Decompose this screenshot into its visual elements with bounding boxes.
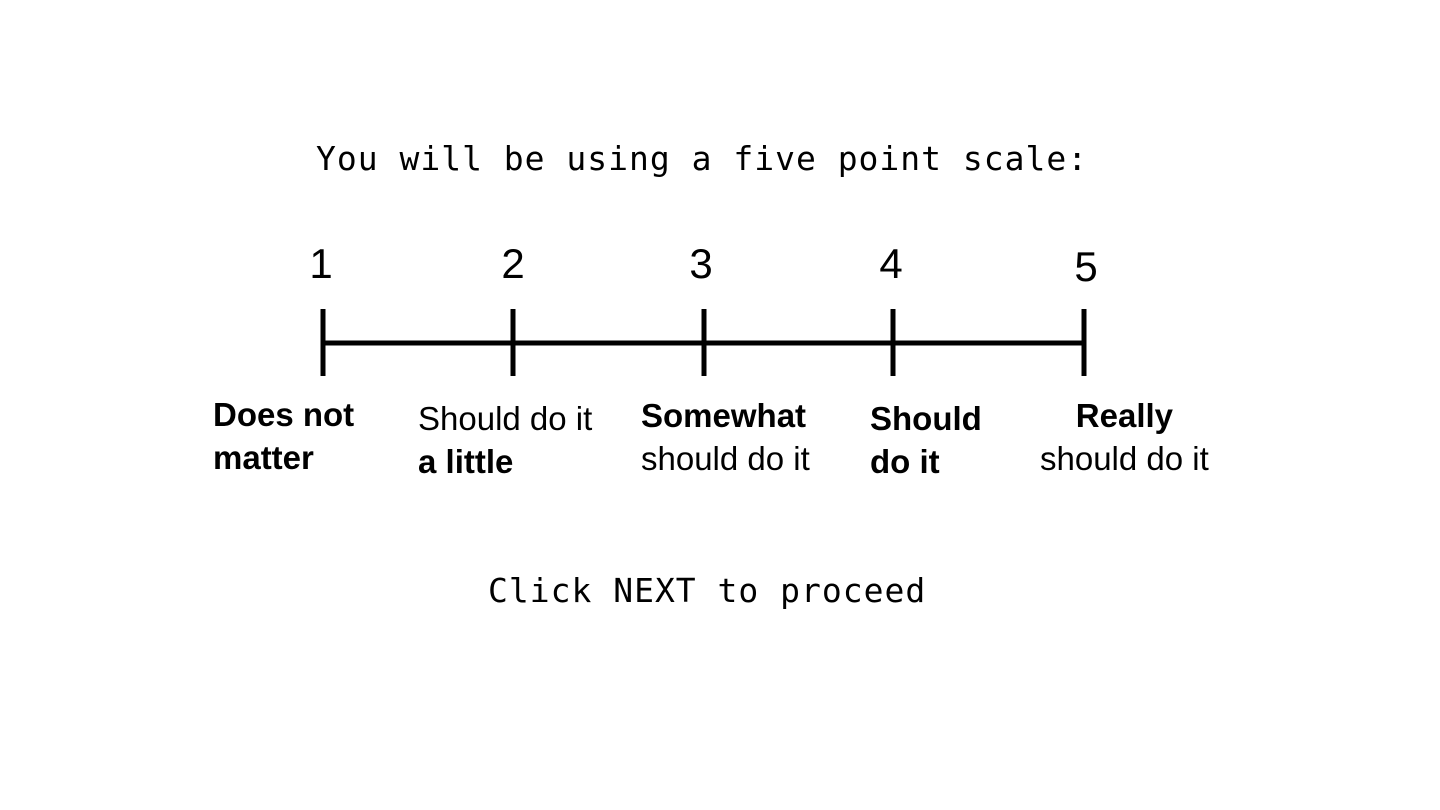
instruction-heading: You will be using a five point scale: [316, 139, 1089, 178]
scale-number-3: 3 [689, 240, 713, 287]
scale-label-5: Really should do it [1040, 394, 1209, 480]
scale-label-4-line1: Should [870, 400, 982, 437]
proceed-instruction: Click NEXT to proceed [488, 571, 927, 610]
scale-label-1: Does not matter [213, 393, 354, 479]
scale-label-3-line1: Somewhat [641, 397, 807, 434]
scale-label-2-line1: Should do it [418, 400, 593, 437]
scale-label-2-line2: a little [418, 443, 514, 480]
scale-label-4-line2: do it [870, 443, 940, 480]
scale-label-1-line1: Does not [213, 396, 355, 433]
scale-number-4: 4 [879, 240, 903, 287]
scale-number-2: 2 [501, 240, 525, 287]
scale-label-1-line2: matter [213, 439, 314, 476]
scale-label-5-line1: Really [1075, 397, 1174, 434]
scale-label-3: Somewhat should do it [641, 394, 810, 480]
scale-number-1: 1 [309, 240, 333, 287]
scale-label-2: Should do it a little [418, 397, 592, 483]
scale-label-5-line2: should do it [1040, 440, 1209, 477]
scale-number-5: 5 [1074, 243, 1098, 290]
scale-label-4: Should do it [870, 397, 982, 483]
scale-label-3-line2: should do it [641, 440, 810, 477]
